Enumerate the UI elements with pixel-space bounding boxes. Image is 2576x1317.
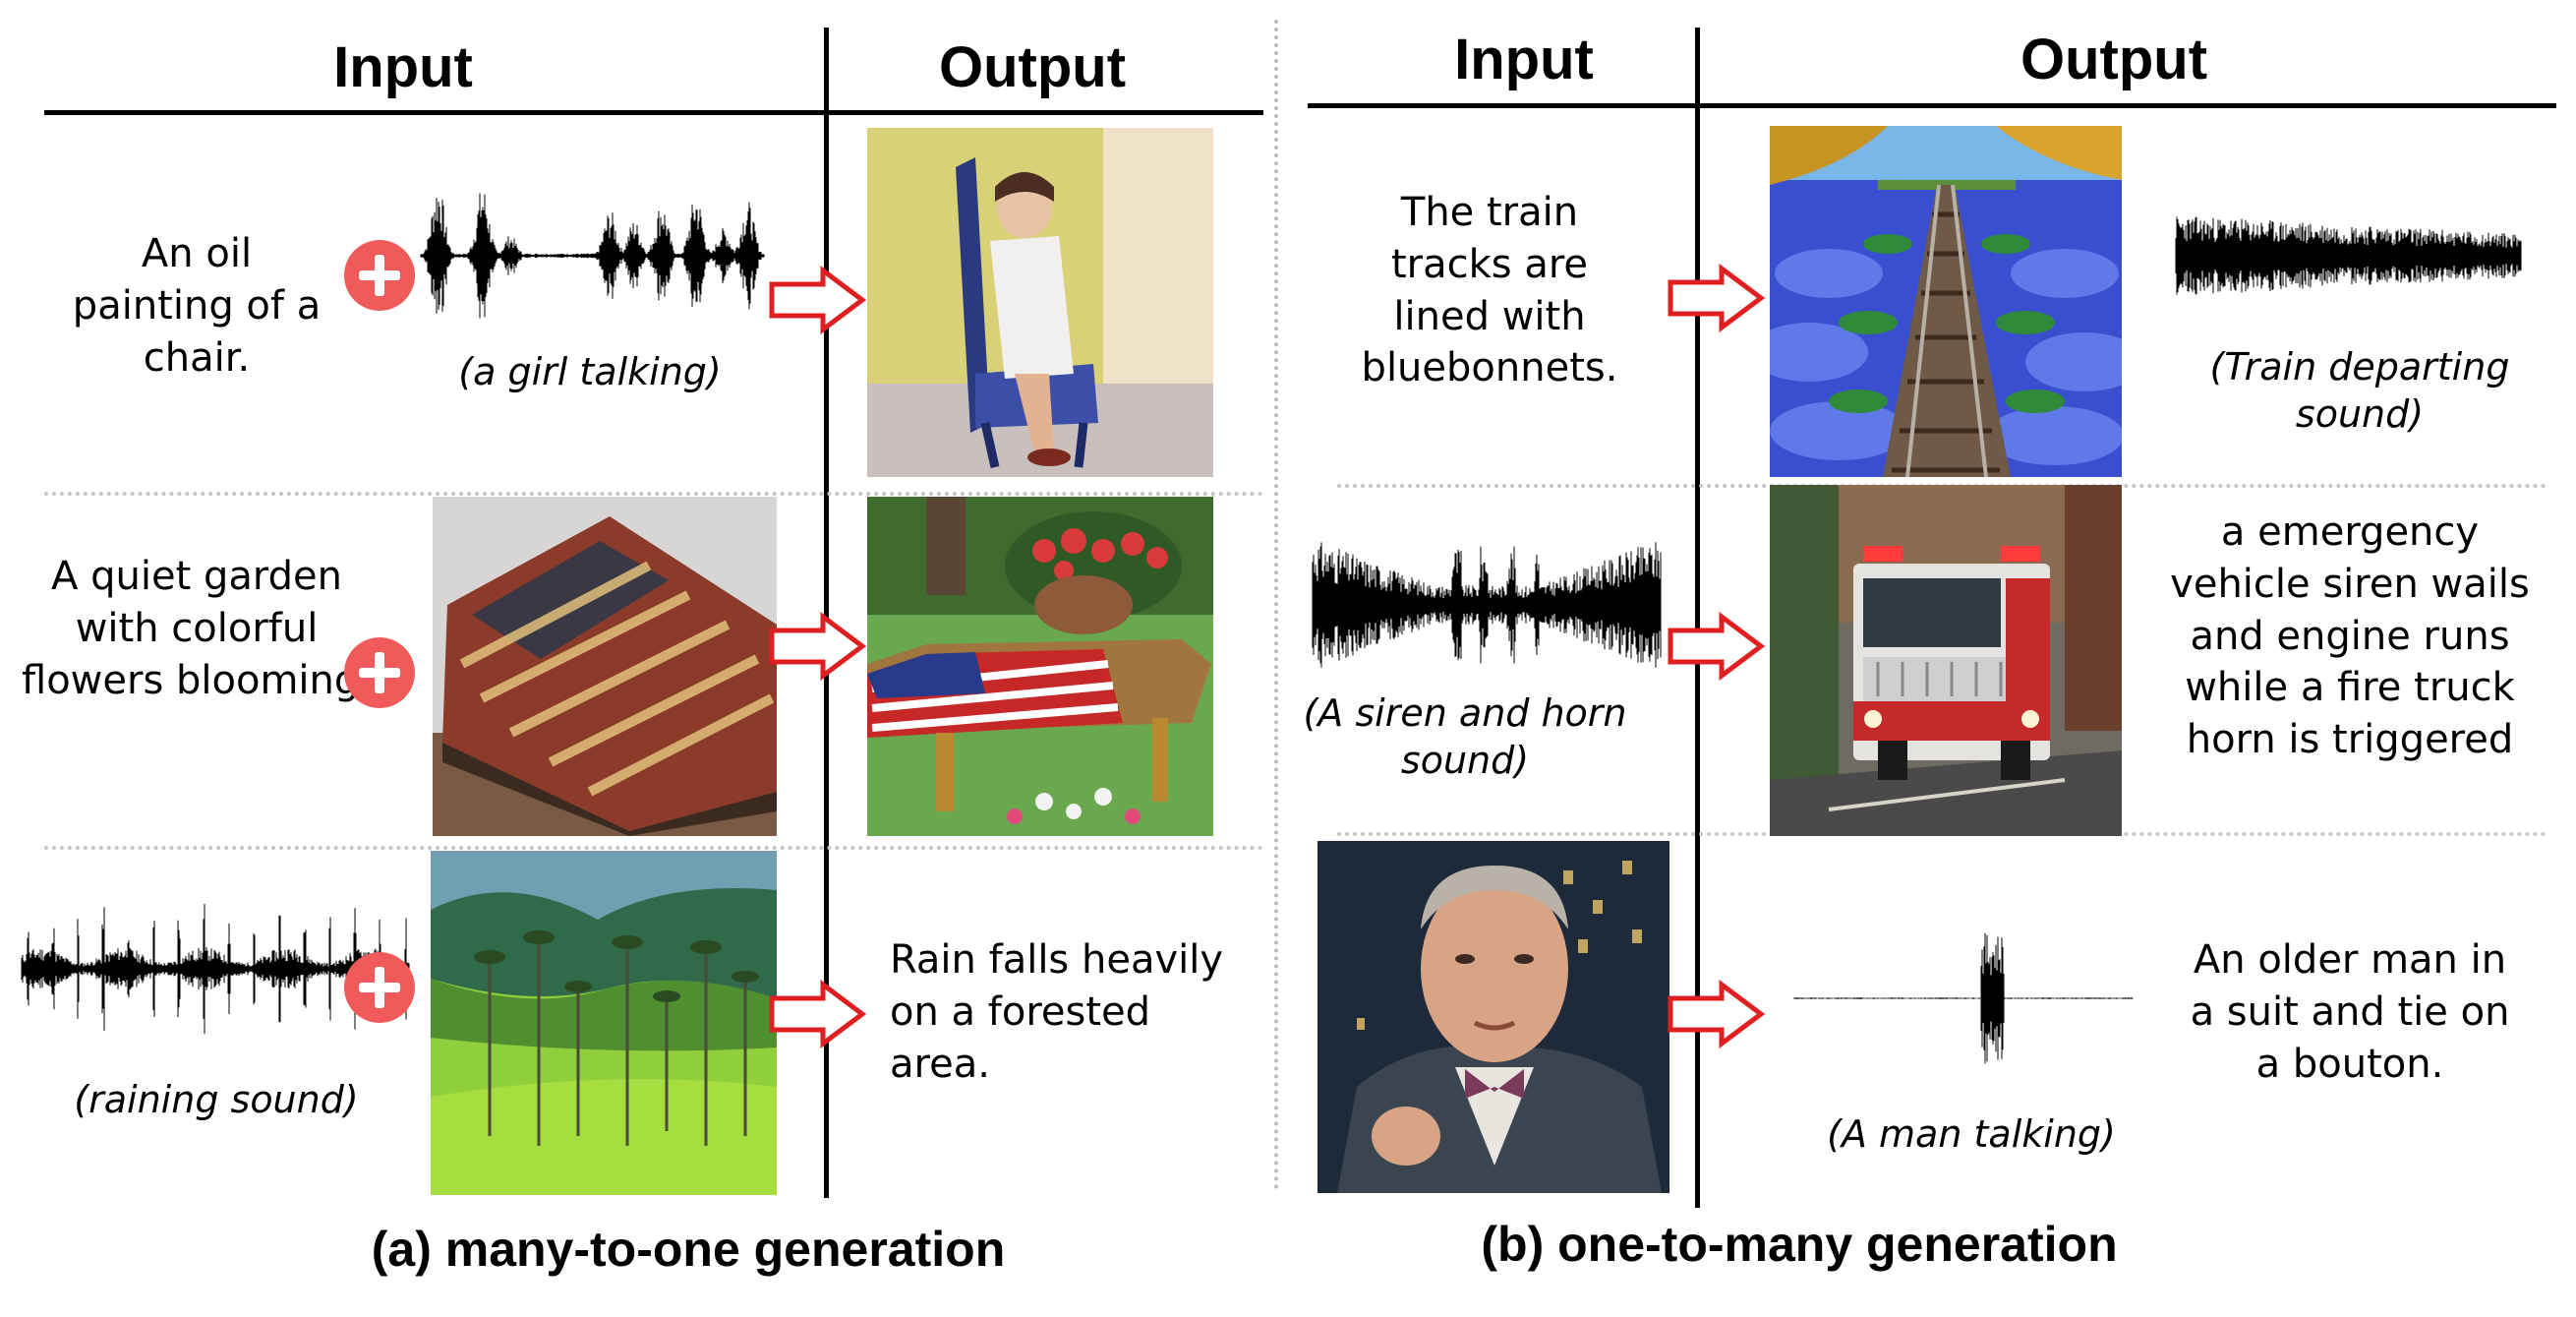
panel-a-row3-input-image-palm-valley xyxy=(431,851,777,1195)
panel-b-output-header: Output xyxy=(2020,28,2208,91)
right-arrow-icon xyxy=(1668,264,1766,332)
panel-a-row3-audio-caption: (raining sound) xyxy=(74,1078,359,1121)
panel-b-row1-output-image-train-tracks xyxy=(1770,126,2122,477)
panel-b-row3-output-audio-waveform xyxy=(1793,929,2134,1067)
panel-b-row2-audio-caption: (A siren and horn sound) xyxy=(1303,691,1627,782)
panel-a-output-header: Output xyxy=(938,35,1127,99)
panel-b-row1-output-audio-waveform xyxy=(2175,182,2522,329)
right-arrow-icon xyxy=(1668,612,1766,681)
right-arrow-icon xyxy=(769,612,867,681)
panel-a-caption: (a) many-to-one generation xyxy=(371,1222,1006,1277)
panel-a-row2-text: A quiet garden with colorful flowers blo… xyxy=(22,554,372,703)
panel-b-row2-input-audio-waveform xyxy=(1312,526,1662,684)
panel-b-row1-audio-caption: (Train departing sound) xyxy=(2209,345,2510,436)
panel-a-row2-input-image-flag-table xyxy=(433,497,777,836)
panel-a-row-separator-1 xyxy=(44,492,1263,496)
panel-b-row2-output-text: a emergency vehicle siren wails and engi… xyxy=(2170,509,2530,763)
panel-b-row3-output-text: An older man in a suit and tie on a bout… xyxy=(2190,937,2510,1087)
plus-icon xyxy=(344,637,415,708)
plus-icon xyxy=(344,952,415,1023)
panel-a-row1-audio-waveform xyxy=(420,177,765,334)
right-arrow-icon xyxy=(1668,980,1766,1048)
plus-icon xyxy=(344,240,415,311)
panel-a-row1-text: An oil painting of a chair. xyxy=(72,231,322,381)
panel-b-row3-audio-caption: (A man talking) xyxy=(1827,1112,2116,1156)
panel-a-header-rule xyxy=(44,110,1263,115)
panel-a-row2-output-image-garden-bench xyxy=(867,497,1213,836)
panel-a-row1-output-image-chair-painting xyxy=(867,128,1213,477)
panel-b-divider xyxy=(1695,28,1700,1208)
panel-b-row3-input-image-man-in-suit xyxy=(1317,841,1669,1193)
panel-a-row-separator-2 xyxy=(44,846,1263,850)
panel-a-divider xyxy=(824,28,829,1198)
right-arrow-icon xyxy=(769,266,867,334)
panel-b-caption: (b) one-to-many generation xyxy=(1481,1217,2118,1272)
panel-b-input-header: Input xyxy=(1454,28,1594,91)
panel-b-row2-output-image-fire-truck xyxy=(1770,485,2122,836)
panel-separator xyxy=(1274,20,1278,1190)
panel-b-row1-text: The train tracks are lined with bluebonn… xyxy=(1361,190,1618,391)
panel-b-header-rule xyxy=(1308,103,2556,108)
panel-a-row1-audio-caption: (a girl talking) xyxy=(458,350,722,393)
right-arrow-icon xyxy=(769,980,867,1048)
panel-a-input-header: Input xyxy=(333,35,473,99)
panel-a-row3-output-text: Rain falls heavily on a forested area. xyxy=(890,937,1224,1087)
